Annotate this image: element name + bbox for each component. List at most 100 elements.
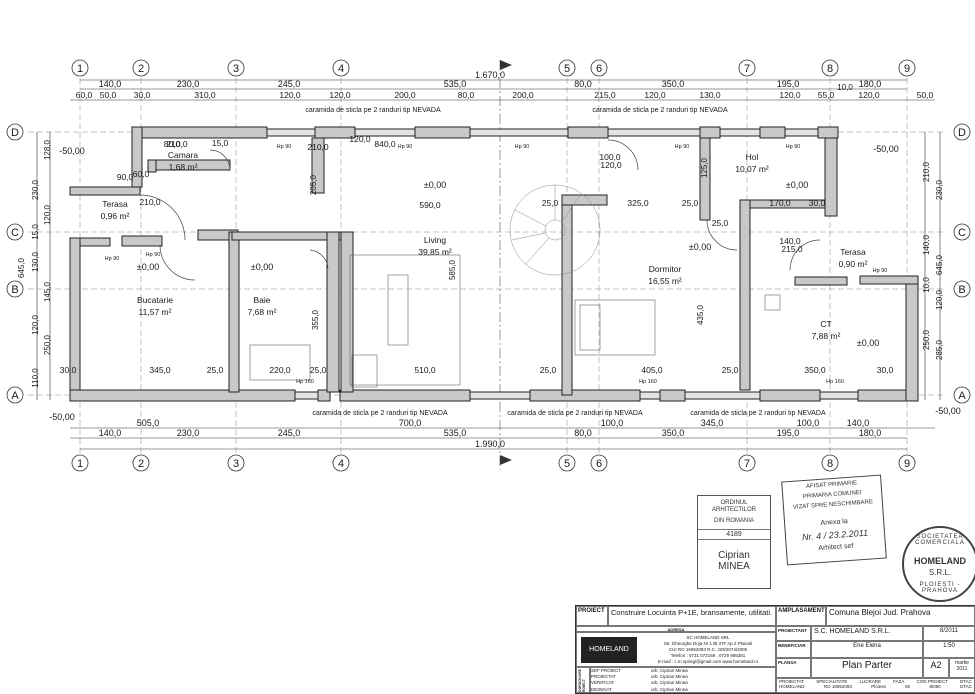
dim-bottom-row1-5: 140,0	[847, 418, 870, 428]
dim-interior-27: 90,0	[117, 172, 134, 182]
company-address: Str. Gheorghe Doja Nr 1 Bl 37F Ap 2 Ploi…	[663, 641, 753, 646]
name-row-2: urb. Ciprian Minea	[651, 674, 688, 680]
architect-first-name: Ciprian	[718, 550, 750, 561]
grid-label-right-0: D	[958, 127, 966, 139]
room-level-6: ±0,00	[786, 180, 808, 190]
dim-top-row1-1: 230,0	[177, 79, 200, 89]
hp-label-10: Hp 90	[873, 268, 888, 274]
footer-value-3: Ploiesti	[871, 684, 886, 689]
dim-interior-1: 15,0	[212, 138, 229, 148]
footer-field-6: DTAC	[960, 679, 972, 684]
grid-label-top-1: 1	[77, 63, 83, 75]
dim-top-row1-5: 350,0	[662, 79, 685, 89]
hp-label-6: Hp 160	[296, 379, 314, 385]
level-right-bottom: -50,00	[935, 406, 961, 416]
dim-top-row2-4: 120,0	[279, 90, 301, 100]
dim-left-8: 250,0	[43, 334, 52, 355]
level-left-top: -50,00	[59, 146, 85, 156]
grid-label-left-0: D	[11, 127, 19, 139]
grid-label-bottom-9: 9	[904, 458, 910, 470]
dim-top-row2-13: 55,0	[818, 90, 835, 100]
seal-bottom: PLOIESTI - PRAHOVA	[919, 582, 961, 594]
hp-label-7: Hp 160	[639, 379, 657, 385]
room-name-3: Baie	[253, 295, 270, 305]
dim-left-4: 645,0	[17, 257, 26, 278]
room-area-2: 11,57 m²	[139, 307, 172, 317]
grid-label-top-7: 7	[744, 63, 750, 75]
proiect-text: Construire Locuinta P+1E, bransamente, u…	[611, 608, 773, 617]
dim-interior-7: 170,0	[769, 198, 791, 208]
dim-interior-20: 25,0	[722, 365, 739, 375]
dim-top-row2-11: 130,0	[699, 90, 721, 100]
dim-right-1: 230,0	[935, 179, 944, 200]
grid-label-top-8: 8	[827, 63, 833, 75]
footer-value-6: DTAC	[960, 684, 972, 689]
walls	[69, 126, 919, 402]
room-level-4: ±0,00	[424, 180, 446, 190]
dimension-lines	[36, 79, 941, 450]
seal-suffix: S.R.L.	[928, 568, 952, 577]
sef-proiect-label: SEF PROIECT	[591, 668, 622, 673]
room-name-7: Terasa	[840, 247, 866, 257]
dim-bottom-row2-6: 195,0	[777, 428, 800, 438]
grid-label-bottom-1: 1	[77, 458, 83, 470]
level-right-top: -50,00	[873, 144, 899, 154]
dim-left-1: 230,0	[31, 179, 40, 200]
dim-right-3: 645,0	[935, 254, 944, 275]
company-phone: Telefon : 0731 072159 , 0729 985381	[670, 653, 746, 658]
desenat-label: DESENAT	[591, 686, 612, 692]
proiectant-value: S.C. HOMELAND S.R.L.	[814, 628, 891, 635]
dim-top-row2-7: 80,0	[458, 90, 475, 100]
dim-bottom-row2-1: 230,0	[177, 428, 200, 438]
room-name-2: Bucatarie	[137, 295, 173, 305]
dim-interior-33: 210,0	[139, 197, 161, 207]
grid-label-top-3: 3	[233, 63, 239, 75]
room-area-6: 10,07 m²	[735, 164, 769, 174]
room-area-0: 1,68 m²	[169, 162, 198, 172]
room-area-3: 7,68 m²	[248, 307, 277, 317]
grid-label-top-4: 4	[338, 63, 344, 75]
glass-brick-note-0: caramida de sticla pe 2 randuri tip NEVA…	[305, 107, 441, 114]
grid-label-bottom-5: 5	[564, 458, 570, 470]
dim-interior-35: 125,0	[700, 157, 709, 178]
seal-top: SOCIETATEA COMERCIALA	[915, 534, 965, 546]
room-name-6: Hol	[746, 152, 759, 162]
room-area-1: 0,96 m²	[101, 211, 130, 221]
dim-bottom-row2-4: 80,0	[574, 428, 592, 438]
grid-label-bottom-7: 7	[744, 458, 750, 470]
section-flag-top	[500, 60, 512, 70]
company-name: SC HOMELAND SRL	[686, 635, 730, 640]
proiect-label: PROIECT	[578, 608, 605, 614]
dim-interior-8: 30,0	[809, 198, 826, 208]
grid-label-top-5: 5	[564, 63, 570, 75]
dim-bottom-row1-0: 505,0	[137, 418, 160, 428]
dim-interior-23: 30,0	[60, 365, 77, 375]
room-area-4: 39,85 m²	[418, 247, 452, 257]
dim-interior-12: 435,0	[696, 304, 705, 325]
dim-interior-6: 25,0	[542, 198, 559, 208]
dim-bottom-row2-0: 140,0	[99, 428, 122, 438]
grid-label-top-2: 2	[138, 63, 144, 75]
footer-field-5: COD PROIECT	[916, 679, 948, 684]
grid-label-bottom-6: 6	[596, 458, 602, 470]
beneficiar-value: Ene Elena	[853, 643, 881, 649]
dim-top-row1-4: 80,0	[574, 79, 592, 89]
dim-top-row2-6: 200,0	[394, 90, 416, 100]
dim-interior-28: 210,0	[307, 142, 329, 152]
hp-label-2: Hp 90	[515, 144, 530, 150]
dim-left-7: 120,0	[31, 314, 40, 335]
dim-interior-29: 140,0	[779, 236, 801, 246]
name-row-4: urb. Ciprian Minea	[651, 686, 688, 692]
glass-brick-note-2: caramida de sticla pe 2 randuri tip NEVA…	[312, 410, 448, 417]
beneficiar-label: BENEFICIAR	[778, 643, 806, 648]
hp-label-8: Hp 160	[826, 379, 844, 385]
dim-bottom-row1-3: 345,0	[701, 418, 724, 428]
plansa-value: Plan Parter	[841, 660, 893, 671]
dim-bottom-overall: 1.990,0	[475, 439, 505, 449]
dim-bottom-row1-1: 700,0	[399, 418, 422, 428]
spiral-staircase	[509, 184, 601, 276]
dim-interior-25: 80,0	[164, 139, 181, 149]
dim-interior-10: 585,0	[448, 259, 457, 280]
dim-bottom-row2-7: 180,0	[859, 428, 882, 438]
grid-label-left-1: C	[11, 227, 19, 239]
